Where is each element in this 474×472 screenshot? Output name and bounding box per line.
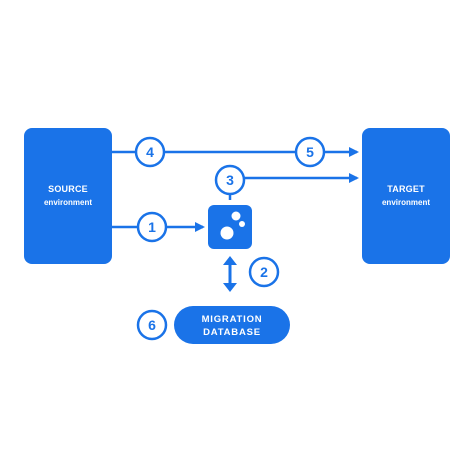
step-number: 1	[148, 219, 156, 235]
migration-tool	[208, 205, 252, 249]
step-circle-5: 5	[294, 136, 326, 168]
step-number: 4	[146, 144, 154, 160]
step-circle-6: 6	[136, 309, 168, 341]
database-line1: MIGRATION	[202, 314, 263, 325]
step-circle-3: 3	[214, 164, 246, 196]
step-number: 2	[260, 264, 268, 280]
arrow-down-head	[223, 283, 237, 292]
target-subtitle: environment	[382, 198, 430, 207]
target-environment-box: TARGET environment	[362, 128, 450, 264]
source-environment-box: SOURCE environment	[24, 128, 112, 264]
step-circle-1: 1	[136, 211, 168, 243]
step-number: 6	[148, 317, 156, 333]
migration-database: MIGRATION DATABASE	[174, 306, 290, 344]
source-subtitle: environment	[44, 198, 92, 207]
target-title: TARGET	[387, 184, 425, 194]
bubbles-icon	[220, 211, 245, 240]
source-title: SOURCE	[48, 184, 88, 194]
arrow-up-head	[223, 256, 237, 265]
database-line2: DATABASE	[203, 327, 261, 338]
step-circle-4: 4	[134, 136, 166, 168]
step-circle-2: 2	[248, 256, 280, 288]
step-number: 5	[306, 144, 314, 160]
step-number: 3	[226, 172, 234, 188]
